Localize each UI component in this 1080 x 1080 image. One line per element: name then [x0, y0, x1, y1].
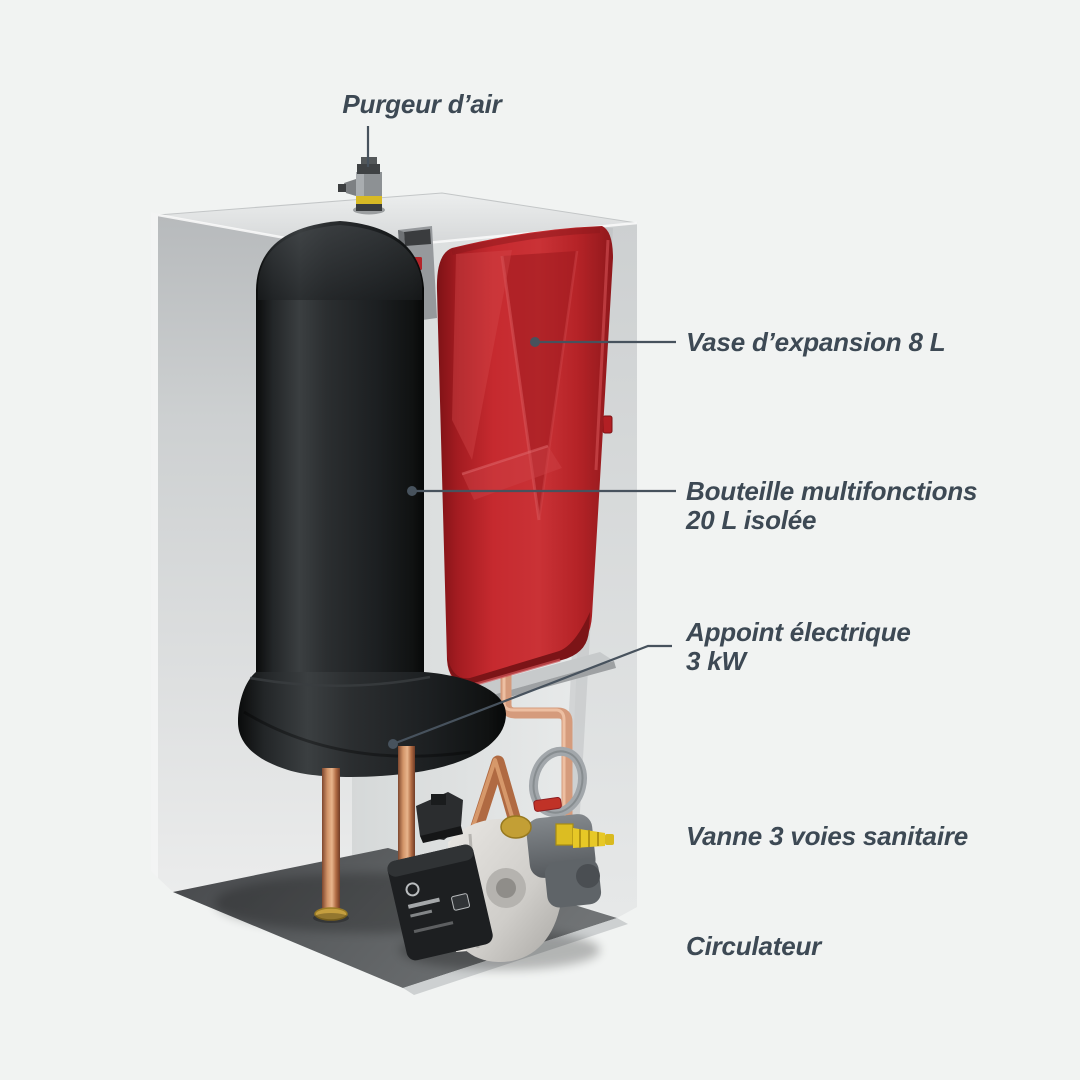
valve-red-lever [533, 796, 562, 812]
label-appoint-electrique: Appoint électrique 3 kW [686, 618, 911, 676]
buffer-tank [238, 221, 506, 778]
circulator-control-box [387, 844, 493, 961]
cabinet-left-edge [151, 212, 158, 878]
leader-bouteille [407, 486, 676, 496]
label-purgeur-air: Purgeur d’air [342, 89, 502, 119]
expansion-vessel [436, 226, 613, 686]
brass-union-nut [500, 815, 532, 839]
pump-group [387, 746, 614, 963]
cabinet-right-wall [566, 223, 637, 918]
label-vanne-3-voies: Vanne 3 voies sanitaire [686, 821, 969, 851]
pump-logo [405, 882, 420, 897]
leader-vase [530, 337, 676, 347]
vessel-sill [452, 652, 614, 703]
three-way-valve-body [500, 796, 602, 908]
pump-clamp [416, 792, 463, 843]
leader-appoint [388, 644, 672, 749]
wall-clip-red [602, 415, 613, 434]
vessel-left-highlight [452, 250, 512, 460]
label-appoint-line2: 3 kW [686, 646, 746, 676]
label-vase-expansion: Vase d’expansion 8 L [686, 327, 946, 357]
leader-lines [366, 126, 676, 749]
vessel-right-highlight [594, 239, 610, 471]
vessel-top-inner-shadow [451, 227, 601, 255]
label-bouteille-line1: Bouteille multifonctions [686, 476, 978, 506]
yellow-hose-fitting [555, 823, 614, 848]
copper-legs [313, 746, 415, 923]
label-bouteille-multifonctions: Bouteille multifonctions 20 L isolée [686, 476, 978, 535]
label-appoint-line1: Appoint électrique [686, 617, 911, 647]
vessel-bottom-lip [447, 612, 590, 685]
vessel-arrow-fold [462, 446, 562, 500]
tank-bottom-bulge [238, 672, 506, 778]
label-circulateur: Circulateur [686, 931, 822, 961]
vessel-center-crease [502, 251, 577, 520]
label-bouteille-line2: 20 L isolée [686, 505, 817, 535]
leg-brass-flange [314, 907, 348, 921]
